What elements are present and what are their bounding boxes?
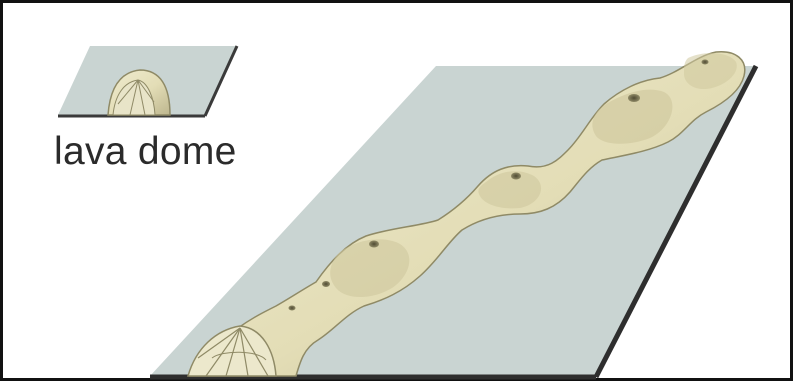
vent <box>369 241 379 248</box>
lava-dome-label: lava dome <box>54 132 237 171</box>
vent <box>289 306 296 311</box>
vent <box>322 281 330 287</box>
vent <box>511 173 521 180</box>
lava-dome-inset <box>58 46 237 116</box>
vent <box>628 94 640 102</box>
vent <box>702 60 709 65</box>
